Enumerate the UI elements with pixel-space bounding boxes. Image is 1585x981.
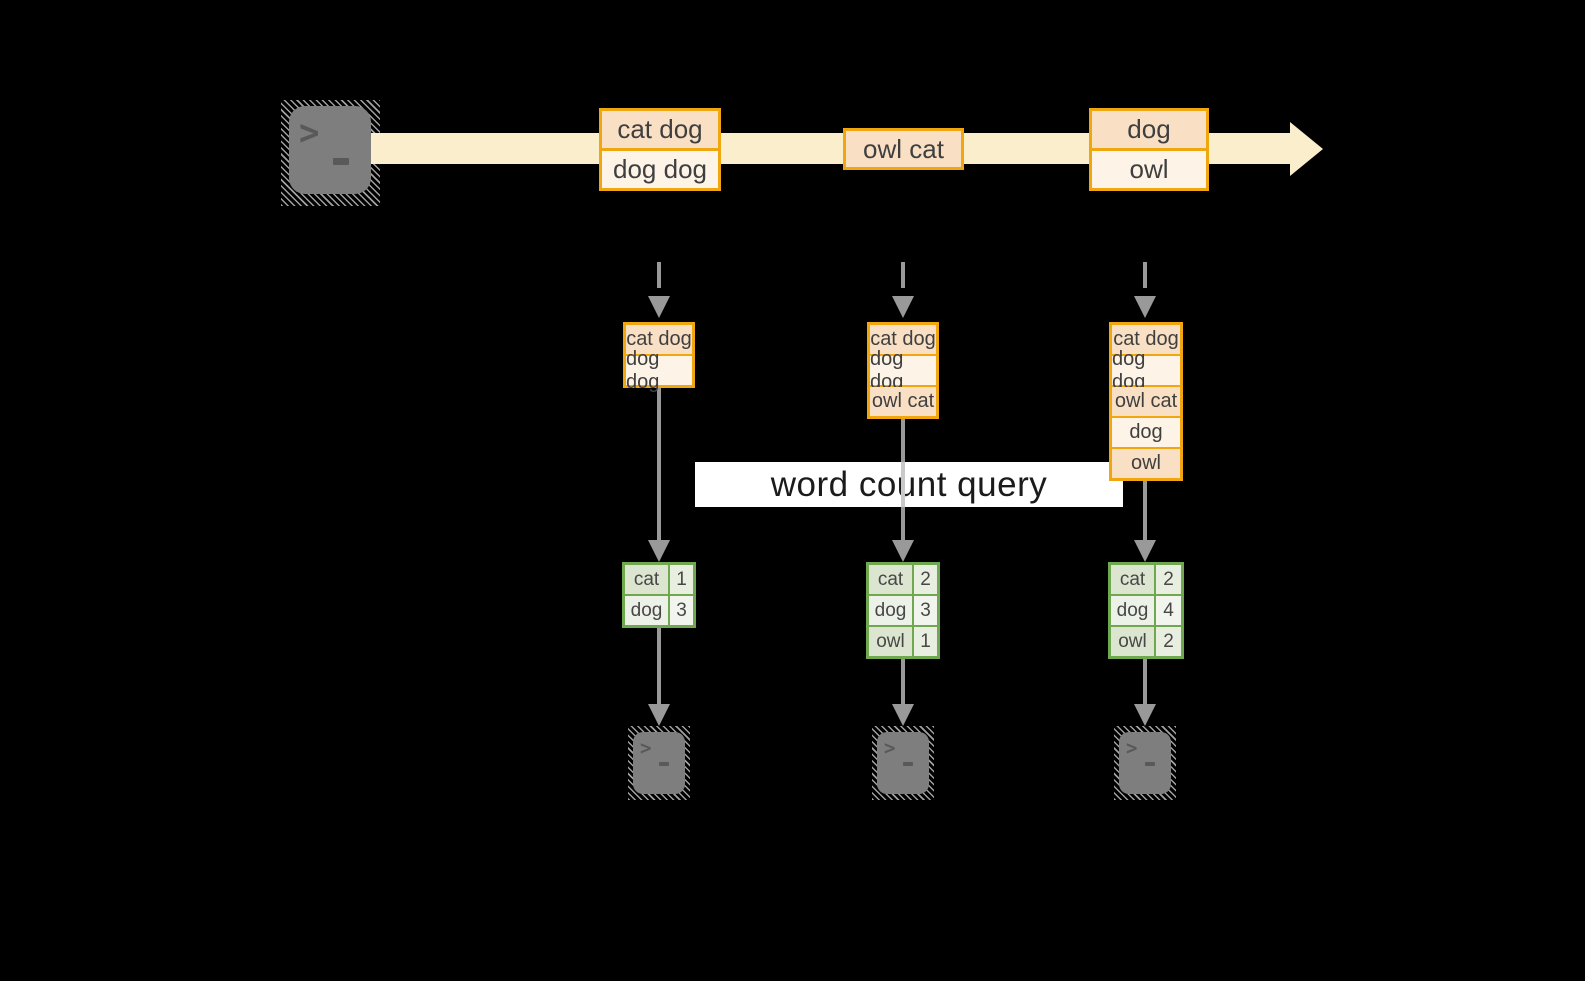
terminal-icon: > [633,732,685,794]
stack-line: dog [1112,418,1180,447]
word-cell: cat [869,565,912,594]
stack-line: owl [1112,449,1180,478]
batch-line: cat dog [602,111,718,148]
table-row: cat 1 [625,565,693,594]
flow-arrow-shaft [901,659,905,704]
count-cell: 2 [1156,565,1181,594]
dashed-arrow-segment [1143,262,1147,288]
input-stack-1: cat dog dog dog [623,322,695,393]
batch-box-2: owl cat [843,128,964,170]
table-row: dog 4 [1111,596,1181,625]
count-cell: 2 [914,565,937,594]
flow-arrow-head [892,704,914,726]
word-cell: dog [1111,596,1154,625]
flow-arrow-head [892,540,914,562]
batch-line: dog dog [602,151,718,188]
flow-arrow-shaft [1143,659,1147,704]
dashed-arrow-head [892,296,914,318]
count-cell: 1 [914,627,937,656]
terminal-icon: > [877,732,929,794]
word-cell: owl [869,627,912,656]
count-cell: 3 [670,596,693,625]
dashed-arrow-segment [901,262,905,288]
stack-line: dog dog [870,348,936,393]
flow-arrow-shaft [657,628,661,704]
input-stack-3: cat dog dog dog owl cat dog owl [1109,322,1183,481]
stack-line: cat dog [870,325,936,354]
batch-line: owl cat [846,131,961,167]
count-cell: 2 [1156,627,1181,656]
batch-box-3: dog owl [1089,108,1209,191]
terminal-prompt-underscore-icon [903,762,913,766]
table-row: owl 2 [1111,627,1181,656]
batch-line: dog [1092,111,1206,148]
stack-line: cat dog [626,325,692,354]
flow-arrow-shaft-over-label [901,462,905,507]
dashed-arrow-head [1134,296,1156,318]
dashed-arrow-head [648,296,670,318]
table-row: owl 1 [869,627,937,656]
word-cell: cat [625,565,668,594]
flow-arrow-shaft [901,419,905,462]
word-cell: owl [1111,627,1154,656]
stack-line: cat dog [1112,325,1180,354]
table-row: cat 2 [1111,565,1181,594]
flow-arrow-shaft [901,507,905,540]
word-cell: cat [1111,565,1154,594]
stream-arrowhead [1290,122,1323,176]
terminal-icon: > [289,106,371,194]
word-cell: dog [625,596,668,625]
stack-line: owl cat [1112,387,1180,416]
flow-arrow-shaft [657,388,661,540]
table-row: dog 3 [869,596,937,625]
flow-arrow-head [648,704,670,726]
result-table-2: cat 2 dog 3 owl 1 [866,562,940,659]
count-cell: 1 [670,565,693,594]
batch-box-1: cat dog dog dog [599,108,721,191]
batch-line: owl [1092,151,1206,188]
dashed-arrow-segment [657,262,661,288]
result-table-1: cat 1 dog 3 [622,562,696,628]
terminal-prompt-chevron-icon: > [640,736,652,760]
stack-line: dog dog [626,348,692,393]
table-row: dog 3 [625,596,693,625]
terminal-prompt-chevron-icon: > [299,112,320,154]
terminal-prompt-chevron-icon: > [884,736,896,760]
query-label: word count query [770,464,1048,504]
stack-line: dog dog [1112,348,1180,393]
count-cell: 3 [914,596,937,625]
terminal-prompt-underscore-icon [1145,762,1155,766]
stack-line: owl cat [870,387,936,416]
terminal-prompt-underscore-icon [333,158,349,165]
result-table-3: cat 2 dog 4 owl 2 [1108,562,1184,659]
word-cell: dog [869,596,912,625]
input-stack-2: cat dog dog dog owl cat [867,322,939,419]
terminal-prompt-underscore-icon [659,762,669,766]
flow-arrow-head [1134,704,1156,726]
flow-arrow-head [648,540,670,562]
flow-arrow-head [1134,540,1156,562]
flow-arrow-shaft [1143,481,1147,540]
table-row: cat 2 [869,565,937,594]
terminal-prompt-chevron-icon: > [1126,736,1138,760]
count-cell: 4 [1156,596,1181,625]
query-label-box: word count query [695,462,1123,507]
terminal-icon: > [1119,732,1171,794]
